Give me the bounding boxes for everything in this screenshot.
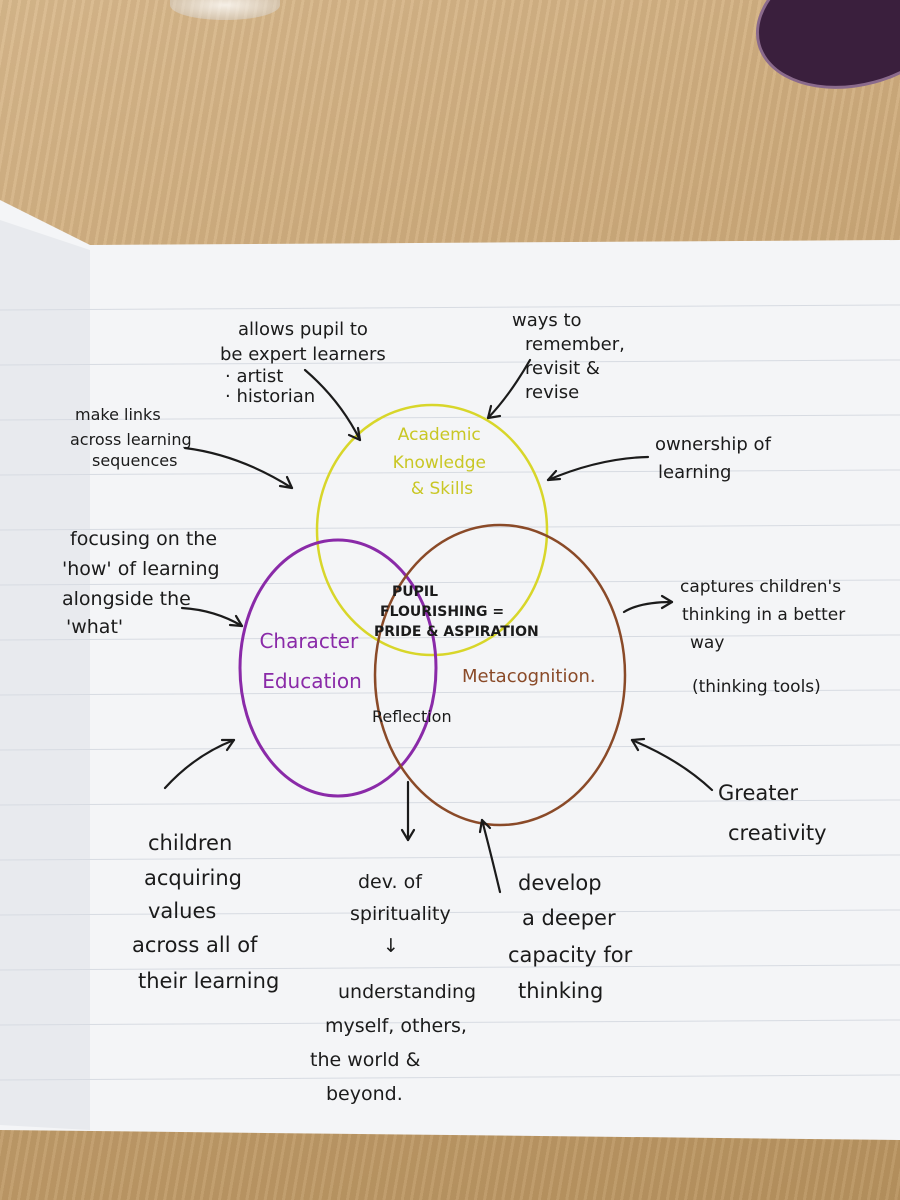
note-focusing: focusing on the 'how' of learning alongs…: [62, 528, 226, 638]
note-ownership: ownership of learning: [655, 434, 777, 483]
academic-label: Academic Knowledge & Skills: [393, 425, 492, 499]
character-circle: [238, 538, 438, 798]
arrows: [163, 358, 714, 894]
note-deeper-thinking: develop a deeper capacity for thinking: [508, 871, 639, 1003]
note-spirituality: dev. of spirituality ↓ understanding mys…: [310, 871, 482, 1105]
arrow-ownership: [546, 455, 650, 482]
note-remember: ways to remember, revisit & revise: [512, 310, 631, 403]
note-expert-learners: allows pupil to be expert learners · art…: [220, 319, 392, 407]
character-label: Character Education: [259, 629, 364, 693]
arrow-expert: [303, 368, 362, 442]
arrow-links: [183, 446, 294, 490]
arrow-captures: [622, 600, 674, 614]
metacognition-label: Metacognition.: [462, 666, 596, 687]
arrow-creativity: [630, 738, 714, 792]
arrow-focusing: [180, 606, 244, 628]
pupil-flourishing-text: PUPIL FLOURISHING = PRIDE & ASPIRATION: [374, 584, 539, 640]
note-creativity: Greater creativity: [718, 781, 827, 845]
academic-circle: [315, 403, 549, 657]
note-children-values: children acquiring values across all of …: [132, 831, 279, 993]
note-captures: captures children's thinking in a better…: [680, 577, 851, 697]
note-make-links: make links across learning sequences: [70, 405, 197, 470]
flipchart-paper: Academic Knowledge & Skills Character Ed…: [0, 200, 900, 1140]
paper-fold: [0, 220, 90, 1130]
metacognition-circle: [373, 523, 627, 827]
arrow-deeper: [480, 818, 502, 894]
glass-base: [170, 0, 280, 20]
paper-sheet: [0, 200, 900, 1140]
reflection-text: Reflection: [372, 707, 452, 726]
paper-rule-lines: [0, 304, 900, 1081]
arrow-children: [163, 738, 236, 790]
arrow-remember: [486, 358, 532, 420]
